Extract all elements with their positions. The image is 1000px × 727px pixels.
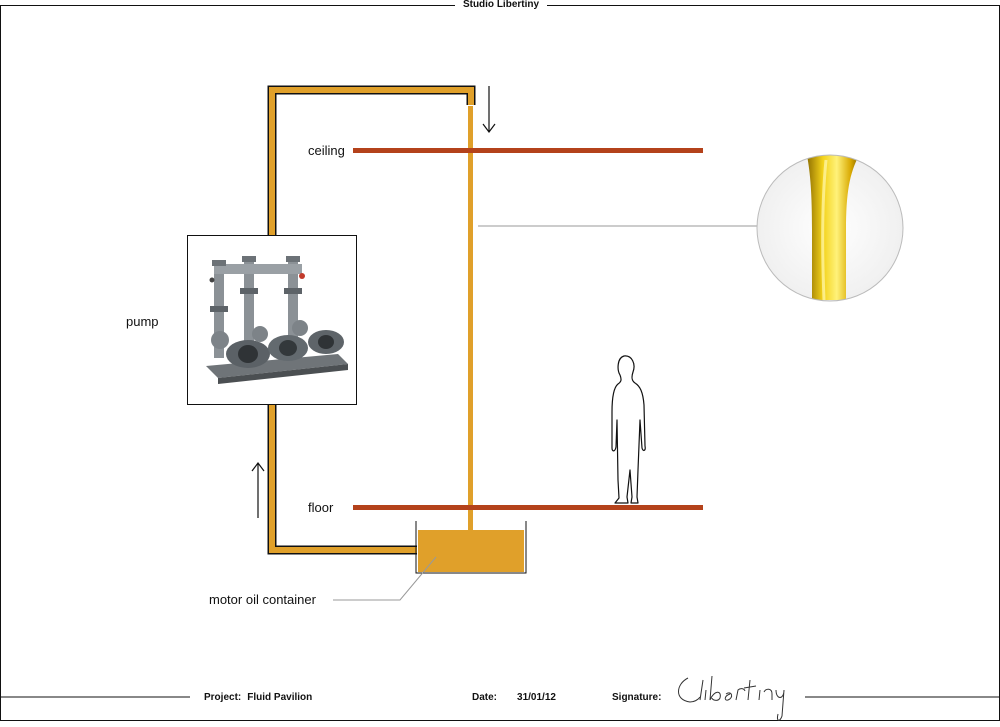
- return-pipe: [267, 85, 476, 555]
- drawing-frame: [0, 5, 1000, 721]
- human-figure-icon: [611, 355, 646, 504]
- ceiling-label: ceiling: [308, 143, 345, 158]
- down-arrow-icon: [482, 86, 496, 133]
- container-label: motor oil container: [209, 592, 316, 607]
- project-label: Project:: [204, 692, 242, 703]
- pump-label: pump: [126, 314, 159, 329]
- footer-project: Project: Fluid Pavilion: [204, 692, 312, 703]
- oil-detail-lens: [756, 154, 904, 302]
- container-leader-line: [333, 556, 437, 601]
- signature-label: Signature:: [612, 692, 662, 703]
- signature-scrawl: [678, 675, 785, 721]
- motor-oil-container: [415, 521, 527, 574]
- pump-illustration-icon: [206, 256, 348, 384]
- pump-image: [187, 235, 357, 405]
- date-label: Date:: [472, 692, 498, 703]
- oil-column: [468, 106, 473, 531]
- footer-signature: Signature:: [612, 692, 661, 703]
- ceiling-slab: [353, 148, 703, 153]
- studio-title: Studio Libertiny: [455, 0, 547, 10]
- project-value: Fluid Pavilion: [247, 692, 313, 703]
- footer-date: Date: 31/01/12: [472, 692, 556, 703]
- floor-slab: [353, 505, 703, 510]
- up-arrow-icon: [251, 462, 265, 518]
- floor-label: floor: [308, 500, 334, 515]
- date-value: 31/01/12: [517, 692, 556, 703]
